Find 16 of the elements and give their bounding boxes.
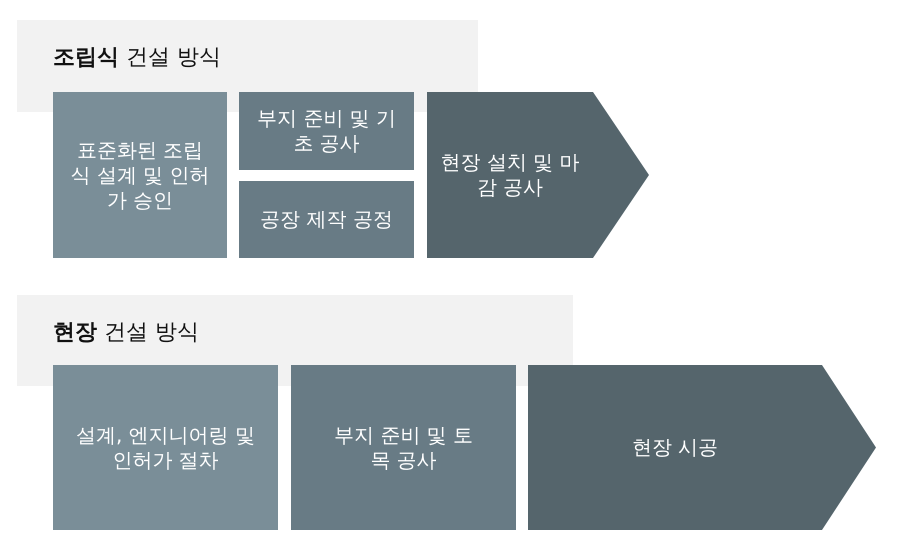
- process-box: [53, 92, 227, 258]
- step-label: 부지 준비 및 토목 공사: [332, 422, 474, 472]
- step-label: 부지 준비 및 기초 공사: [256, 106, 398, 156]
- process-box: [239, 92, 414, 170]
- process-box: [53, 365, 278, 530]
- step-label: 현장 시공: [632, 435, 718, 460]
- chevron-arrow: [427, 92, 649, 258]
- step-label: 현장 설치 및 마감 공사: [439, 150, 581, 200]
- process-box: [239, 181, 414, 258]
- process-box: [291, 365, 516, 530]
- section-title: 현장 건설 방식: [53, 319, 199, 347]
- section-title: 조립식 건설 방식: [53, 44, 221, 72]
- chevron-arrow: [528, 365, 876, 530]
- step-label: 공장 제작 공정: [260, 207, 393, 232]
- step-label: 설계, 엔지니어링 및 인허가 절차: [74, 422, 256, 472]
- step-label: 표준화된 조립식 설계 및 인허가 승인: [70, 138, 210, 212]
